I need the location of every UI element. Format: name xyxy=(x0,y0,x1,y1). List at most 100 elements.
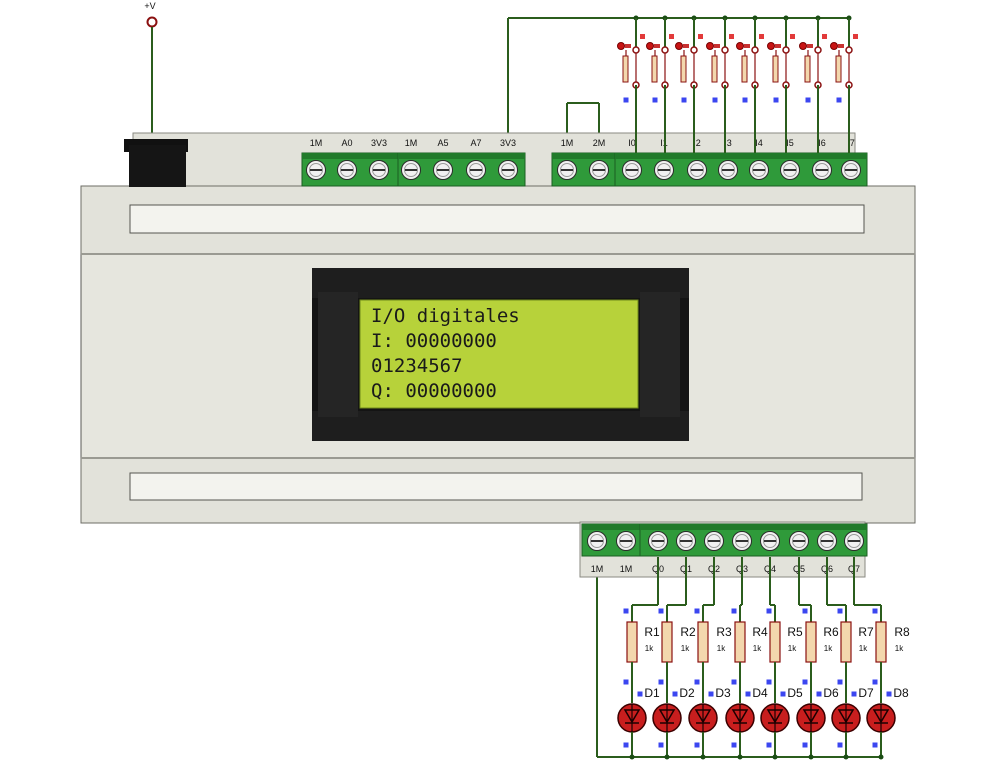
pin-marker xyxy=(802,679,808,685)
pin-marker xyxy=(623,679,629,685)
screw-icon xyxy=(557,160,577,180)
lcd-line: Q: 00000000 xyxy=(371,380,497,402)
terminal-label: 1M xyxy=(405,138,418,148)
pin-marker xyxy=(802,608,808,614)
pin-marker xyxy=(805,97,811,103)
screw-icon xyxy=(498,160,518,180)
pin-marker xyxy=(745,691,751,697)
terminal-label: 3V3 xyxy=(371,138,387,148)
resistor-icon xyxy=(769,621,781,663)
screw-icon xyxy=(841,160,861,180)
terminal-label: A5 xyxy=(437,138,448,148)
terminal-label: I0 xyxy=(628,138,636,148)
pin-marker xyxy=(780,691,786,697)
led-icon xyxy=(796,703,826,733)
pin-marker xyxy=(851,691,857,697)
pin-marker xyxy=(658,608,664,614)
resistor-icon xyxy=(875,621,887,663)
pin-marker xyxy=(712,97,718,103)
terminal-label: I6 xyxy=(818,138,826,148)
pin-marker xyxy=(658,742,664,748)
screw-icon xyxy=(589,160,609,180)
resistor-value: 1k xyxy=(645,644,654,653)
resistor-value: 1k xyxy=(824,644,833,653)
screw-icon xyxy=(760,531,780,551)
screw-icon xyxy=(306,160,326,180)
led-icon xyxy=(866,703,896,733)
resistor-value: 1k xyxy=(859,644,868,653)
pin-marker xyxy=(672,691,678,697)
resistor-ref: R6 xyxy=(823,625,839,639)
plc-lower-slot xyxy=(129,472,863,501)
terminal-label: I4 xyxy=(755,138,763,148)
pin-marker xyxy=(623,742,629,748)
resistor-icon xyxy=(734,621,746,663)
pin-marker xyxy=(766,679,772,685)
pushbutton-icon xyxy=(799,15,827,153)
resistor-ref: R4 xyxy=(752,625,768,639)
resistor-icon xyxy=(626,621,638,663)
led-ref: D7 xyxy=(858,686,874,700)
resistor-ref: R5 xyxy=(787,625,803,639)
led-icon xyxy=(652,703,682,733)
screw-icon xyxy=(401,160,421,180)
resistor-icon xyxy=(661,621,673,663)
resistor-ref: R3 xyxy=(716,625,732,639)
screw-icon xyxy=(616,531,636,551)
screw-icon xyxy=(587,531,607,551)
terminal-label: I3 xyxy=(724,138,732,148)
pushbutton-icon xyxy=(675,15,703,153)
pin-marker xyxy=(837,679,843,685)
supply-terminal-icon xyxy=(146,16,158,28)
lcd-line: I/O digitales xyxy=(371,305,520,327)
resistor-value: 1k xyxy=(895,644,904,653)
screw-icon xyxy=(780,160,800,180)
screw-icon xyxy=(676,531,696,551)
supply-label: +V xyxy=(144,1,155,11)
screw-icon xyxy=(789,531,809,551)
pin-marker xyxy=(731,742,737,748)
power-jack-body xyxy=(129,145,186,187)
screw-icon xyxy=(687,160,707,180)
screw-icon xyxy=(648,531,668,551)
pin-marker xyxy=(694,742,700,748)
led-ref: D8 xyxy=(893,686,909,700)
terminal-label: 2M xyxy=(593,138,606,148)
pin-marker xyxy=(694,679,700,685)
pin-marker xyxy=(623,97,629,103)
pin-marker xyxy=(773,97,779,103)
terminal-label: I5 xyxy=(786,138,794,148)
pushbutton-icon xyxy=(736,15,764,153)
terminal-label: I7 xyxy=(847,138,855,148)
led-icon xyxy=(760,703,790,733)
pushbutton-icon xyxy=(706,15,734,153)
pin-marker xyxy=(837,742,843,748)
led-icon xyxy=(688,703,718,733)
terminal-label: I2 xyxy=(693,138,701,148)
resistor-value: 1k xyxy=(681,644,690,653)
pin-marker xyxy=(731,679,737,685)
resistor-value: 1k xyxy=(717,644,726,653)
pushbutton-icon xyxy=(830,15,858,153)
screw-icon xyxy=(337,160,357,180)
lcd-module xyxy=(312,268,689,441)
screw-icon xyxy=(622,160,642,180)
screw-icon xyxy=(844,531,864,551)
led-ref: D6 xyxy=(823,686,839,700)
led-icon xyxy=(617,703,647,733)
lcd-line: I: 00000000 xyxy=(371,330,497,352)
pin-marker xyxy=(658,679,664,685)
pushbutton-icon xyxy=(617,15,645,153)
pushbutton-icon xyxy=(767,15,795,153)
plc-upper-slot xyxy=(129,204,865,234)
led-ref: D1 xyxy=(644,686,660,700)
pin-marker xyxy=(872,608,878,614)
pin-marker xyxy=(708,691,714,697)
